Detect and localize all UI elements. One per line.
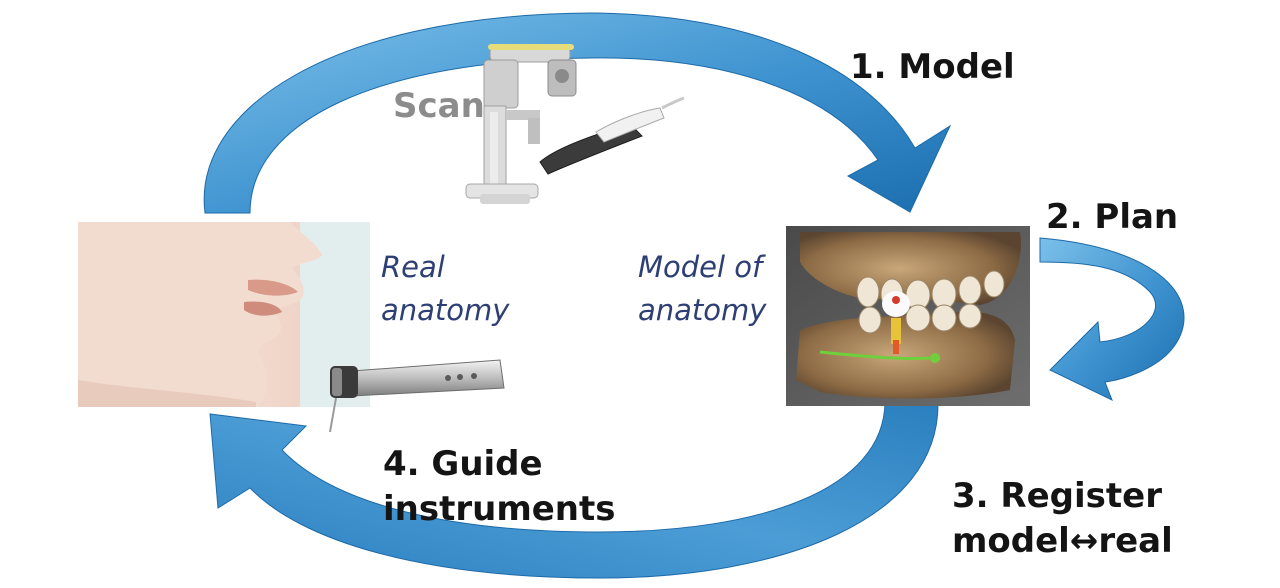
handpiece-image bbox=[329, 359, 505, 433]
step-guide-label-line1: 4. Guide bbox=[383, 444, 543, 484]
intraoral-scanner-image bbox=[539, 96, 685, 175]
step-model-label: 1. Model bbox=[850, 47, 1015, 87]
arrow-guide bbox=[209, 401, 939, 579]
arrow-plan bbox=[1039, 237, 1185, 402]
model-of-anatomy-image bbox=[786, 226, 1030, 406]
model-anatomy-label-line1: Model of bbox=[638, 250, 766, 284]
step-plan-label: 2. Plan bbox=[1046, 197, 1178, 237]
real-anatomy-photo bbox=[78, 222, 370, 407]
step-register-label-line1: 3. Register bbox=[952, 476, 1162, 516]
real-anatomy-label-line2: anatomy bbox=[381, 293, 510, 327]
cbct-scanner-image bbox=[465, 44, 577, 204]
arrow-model bbox=[203, 12, 952, 214]
real-anatomy-label-line1: Real bbox=[381, 250, 445, 284]
scan-label: Scan bbox=[393, 86, 485, 126]
step-guide-label-line2: instruments bbox=[383, 489, 616, 529]
model-anatomy-label-line2: anatomy bbox=[638, 293, 767, 327]
step-register-label-line2: model↔real bbox=[952, 521, 1173, 561]
